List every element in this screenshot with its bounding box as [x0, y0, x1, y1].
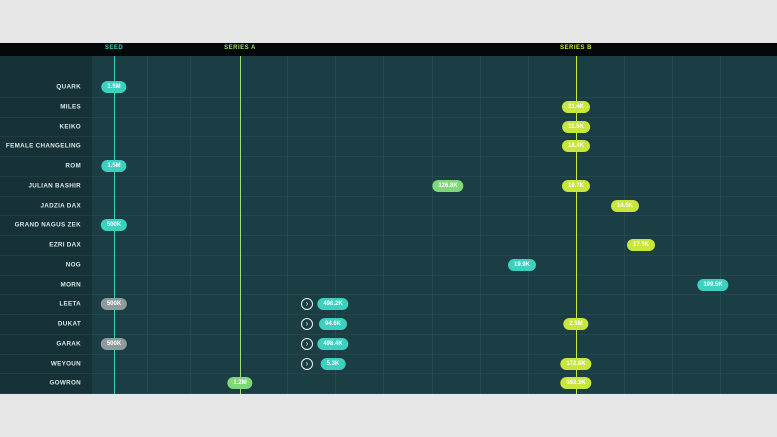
- grid-vline: [528, 56, 529, 394]
- grid-vline: [335, 56, 336, 394]
- grid-hline: [0, 156, 777, 158]
- grid-hline: [0, 314, 777, 316]
- row-label: DUKAT: [57, 320, 81, 328]
- row-label: QUARK: [56, 83, 81, 91]
- grid-hline: [0, 254, 777, 256]
- row-label: JULIAN BASHIR: [28, 182, 81, 190]
- grid-hline: [0, 373, 777, 375]
- funding-pill[interactable]: 2.5M: [563, 318, 589, 330]
- stage-line-series-b: [575, 56, 577, 394]
- funding-pill[interactable]: 1.5M: [101, 160, 127, 172]
- funding-pill[interactable]: 14.5K: [610, 199, 640, 212]
- funding-pill[interactable]: 498.2K: [317, 298, 349, 311]
- row-label: WEYOUN: [50, 360, 81, 367]
- timeline-grid: QUARK 1.5M MILES 21.4K KEIKO 11.5K FEMALE CHAN…: [0, 56, 777, 394]
- grid-hline: [0, 393, 777, 394]
- stage-header-bar: SEED SERIES A SERIES B: [0, 43, 777, 56]
- row-label: GRAND NAGUS ZEK: [14, 221, 81, 229]
- funding-pill[interactable]: 17.3K: [626, 239, 656, 251]
- grid-vline: [432, 56, 433, 394]
- funding-pill[interactable]: 19.7K: [561, 179, 591, 192]
- funding-pill[interactable]: 11.5K: [562, 120, 590, 133]
- funding-pill[interactable]: 592.2K: [560, 377, 592, 390]
- funding-pill[interactable]: 500K: [100, 337, 128, 350]
- funding-pill[interactable]: 5.3K: [320, 357, 346, 370]
- funding-pill[interactable]: 498.4K: [317, 337, 349, 350]
- grid-hline: [0, 96, 777, 98]
- grid-vline: [190, 56, 191, 394]
- grid-vline: [624, 56, 625, 394]
- grid-vline: [287, 56, 288, 394]
- row-label: MORN: [60, 281, 81, 288]
- row-label-column: [0, 56, 92, 394]
- row-label: KEIKO: [59, 123, 81, 130]
- funding-pill[interactable]: 21.4K: [561, 100, 591, 113]
- stage-line-series-a: [239, 56, 241, 394]
- chevron-right-icon[interactable]: ›: [301, 337, 313, 350]
- grid-hline: [0, 294, 777, 296]
- row-label: ROM: [65, 162, 81, 170]
- grid-vline: [672, 56, 673, 394]
- chevron-right-icon[interactable]: ›: [301, 357, 313, 370]
- row-label: LEETA: [59, 300, 81, 308]
- funding-timeline-app: SEED SERIES A SERIES B QUARK 1.5M MILES 21.4K…: [0, 43, 777, 394]
- grid-vline: [147, 56, 148, 394]
- funding-pill[interactable]: 19.9K: [507, 258, 537, 271]
- funding-pill[interactable]: 1.5M: [101, 81, 127, 93]
- funding-pill[interactable]: 94.6K: [318, 318, 348, 330]
- stage-label-series-a: SERIES A: [224, 45, 256, 51]
- grid-hline: [0, 136, 777, 138]
- grid-hline: [0, 116, 777, 118]
- funding-pill[interactable]: 500K: [100, 298, 128, 311]
- grid-vline: [383, 56, 384, 394]
- grid-vline: [480, 56, 481, 394]
- grid-vline: [720, 56, 721, 394]
- chevron-right-icon[interactable]: ›: [301, 298, 313, 311]
- funding-pill[interactable]: 1.2M: [227, 377, 253, 390]
- row-label: GARAK: [56, 340, 81, 348]
- grid-hline: [0, 195, 777, 197]
- row-label: GOWRON: [49, 379, 81, 387]
- grid-hline: [0, 215, 777, 217]
- grid-hline: [0, 235, 777, 237]
- row-label: JADZIA DAX: [40, 202, 81, 209]
- stage-label-series-b: SERIES B: [559, 45, 593, 51]
- grid-hline: [0, 274, 777, 276]
- row-label: MILES: [60, 103, 81, 111]
- row-label: FEMALE CHANGELING: [5, 142, 81, 150]
- funding-pill[interactable]: 18.4K: [561, 140, 591, 153]
- row-label: NOG: [65, 261, 81, 269]
- funding-pill[interactable]: 126.8K: [432, 179, 464, 192]
- grid-hline: [0, 353, 777, 355]
- grid-hline: [0, 333, 777, 335]
- stage-label-seed: SEED: [104, 45, 124, 51]
- row-label: EZRI DAX: [49, 241, 81, 249]
- grid-hline: [0, 175, 777, 177]
- funding-pill[interactable]: 199.5K: [697, 278, 729, 291]
- funding-pill[interactable]: 500K: [100, 219, 128, 232]
- funding-pill[interactable]: 172.6K: [560, 357, 592, 370]
- chevron-right-icon[interactable]: ›: [301, 318, 313, 330]
